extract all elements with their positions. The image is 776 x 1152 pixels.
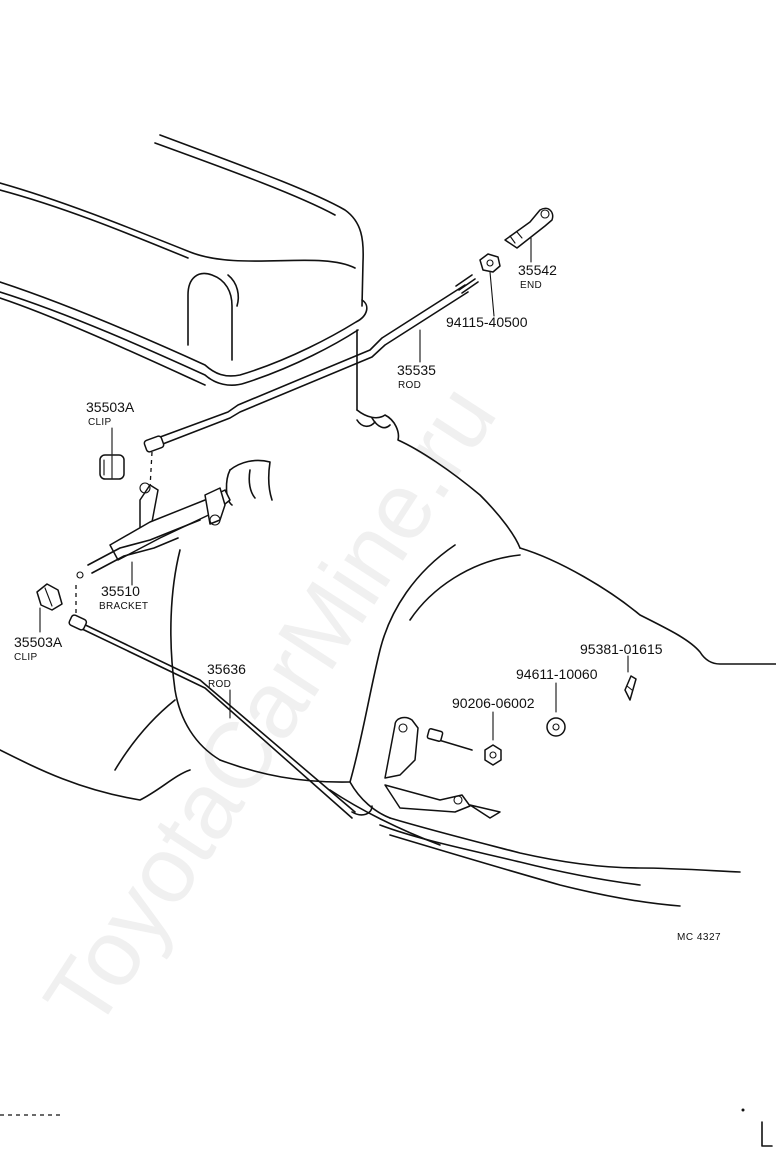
part-number: 90206-06002 xyxy=(452,695,535,711)
part-number: 95381-01615 xyxy=(580,641,663,657)
part-number: 94115-40500 xyxy=(446,314,528,330)
shift-lever-linkage xyxy=(384,716,501,819)
clip-35503a-upper xyxy=(99,454,125,480)
dot-mark xyxy=(741,1108,745,1112)
label-35542: 35542 END xyxy=(518,262,557,291)
label-35636: 35636 ROD xyxy=(207,661,246,690)
rod-35636 xyxy=(68,614,373,819)
label-94115-40500: 94115-40500 xyxy=(446,314,528,330)
part-number: 35503A xyxy=(14,634,63,650)
part-number: 35503A xyxy=(86,399,135,415)
part-name: CLIP xyxy=(14,652,37,663)
clip-35503a-lower xyxy=(36,583,63,611)
rod-35535 xyxy=(143,274,479,453)
label-35535: 35535 ROD xyxy=(397,362,436,391)
part-number: 35636 xyxy=(207,661,246,677)
cotter-pin-95381-01615 xyxy=(624,675,637,701)
nut-90206-06002 xyxy=(484,744,502,766)
label-94611-10060: 94611-10060 xyxy=(516,666,598,682)
part-name: ROD xyxy=(398,380,421,391)
label-35503a-lower: 35503A CLIP xyxy=(14,634,63,663)
figure-code: MC 4327 xyxy=(677,932,721,943)
part-number: 35510 xyxy=(101,583,140,599)
part-name: BRACKET xyxy=(99,601,148,612)
part-name: END xyxy=(520,280,542,291)
end-35542 xyxy=(504,207,554,249)
label-90206-06002: 90206-06002 xyxy=(452,695,535,711)
nut-94115-40500 xyxy=(479,253,501,273)
label-95381-01615: 95381-01615 xyxy=(580,641,663,657)
part-name: ROD xyxy=(208,679,231,690)
part-number: 35535 xyxy=(397,362,436,378)
leader-lines xyxy=(39,237,629,741)
corner-mark xyxy=(761,1121,773,1147)
washer-94611-10060 xyxy=(546,717,566,737)
assembly-line-upper xyxy=(149,451,153,489)
bracket-35510 xyxy=(76,482,231,579)
label-35503a-upper: 35503A CLIP xyxy=(86,399,135,428)
part-number: 94611-10060 xyxy=(516,666,598,682)
part-name: CLIP xyxy=(88,417,111,428)
label-35510: 35510 BRACKET xyxy=(99,583,148,612)
transmission-housing xyxy=(0,409,776,907)
part-number: 35542 xyxy=(518,262,557,278)
engine-valve-cover xyxy=(0,134,368,411)
